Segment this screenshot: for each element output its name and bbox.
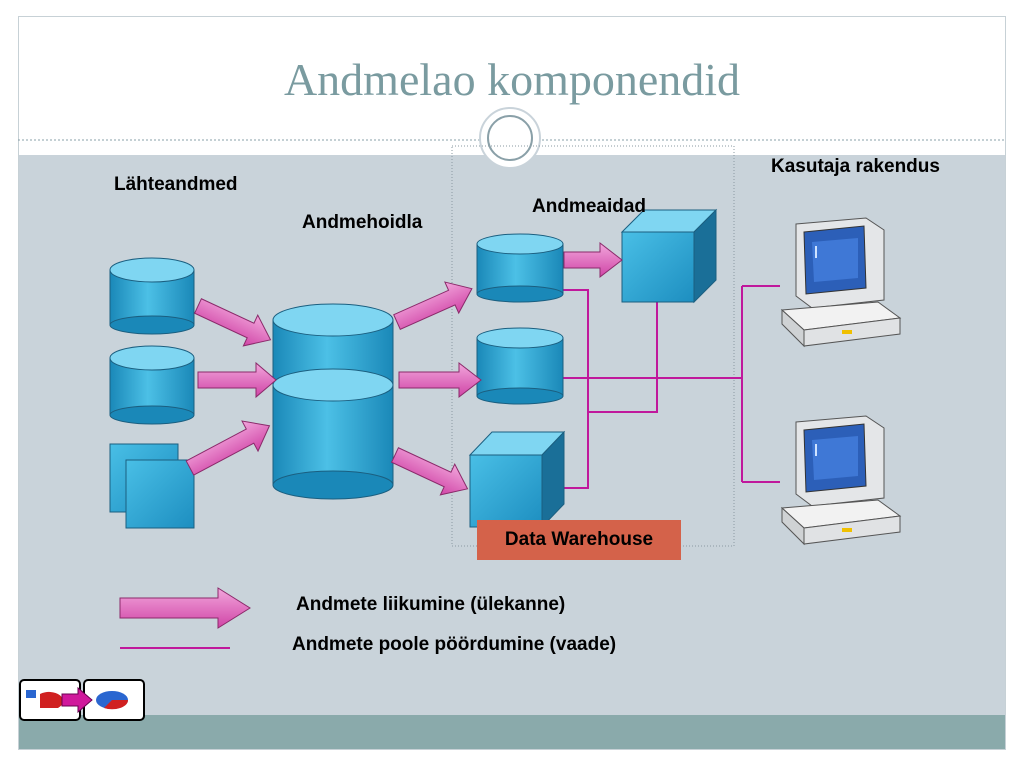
- access-lines: [560, 285, 780, 489]
- label-storage: Andmehoidla: [302, 212, 423, 233]
- mart-cylinder-icon: [476, 233, 564, 303]
- computer-icon: [780, 415, 902, 546]
- mart-cube-icon: [620, 208, 718, 304]
- label-user-apps: Kasutaja rakendus: [771, 156, 940, 177]
- transfer-arrow-icon: [185, 241, 623, 496]
- label-warehouse: Data Warehouse: [504, 529, 654, 550]
- label-marts: Andmeaidad: [532, 196, 647, 217]
- label-sources: Lähteandmed: [114, 174, 238, 195]
- nav-arrow-icon[interactable]: [19, 679, 145, 721]
- legend-transfer-label: Andmete liikumine (ülekanne): [296, 594, 566, 615]
- footer-band: [19, 715, 1005, 749]
- storage-cylinder-icon: [272, 368, 394, 500]
- computer-icon: [780, 217, 902, 348]
- source-cylinder-icon: [109, 257, 195, 335]
- mart-cylinder-icon: [476, 327, 564, 405]
- slide-title: Andmelao komponendid: [283, 54, 741, 105]
- legend-arrow-icon: [119, 587, 251, 629]
- warehouse-label-box: Data Warehouse: [477, 520, 681, 560]
- source-document-icon: [109, 443, 195, 529]
- circle-ornament-icon: [479, 107, 541, 169]
- source-cylinder-icon: [109, 345, 195, 425]
- mart-cube-icon: [468, 430, 566, 529]
- legend-access-label: Andmete poole pöördumine (vaade): [292, 634, 617, 655]
